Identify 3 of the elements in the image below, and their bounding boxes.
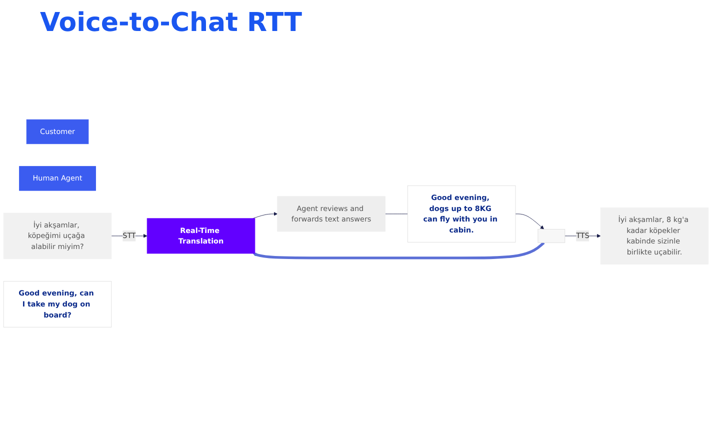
title: Voice-to-Chat RTT — [40, 8, 303, 38]
arrow — [252, 241, 545, 259]
node-box — [538, 228, 566, 243]
